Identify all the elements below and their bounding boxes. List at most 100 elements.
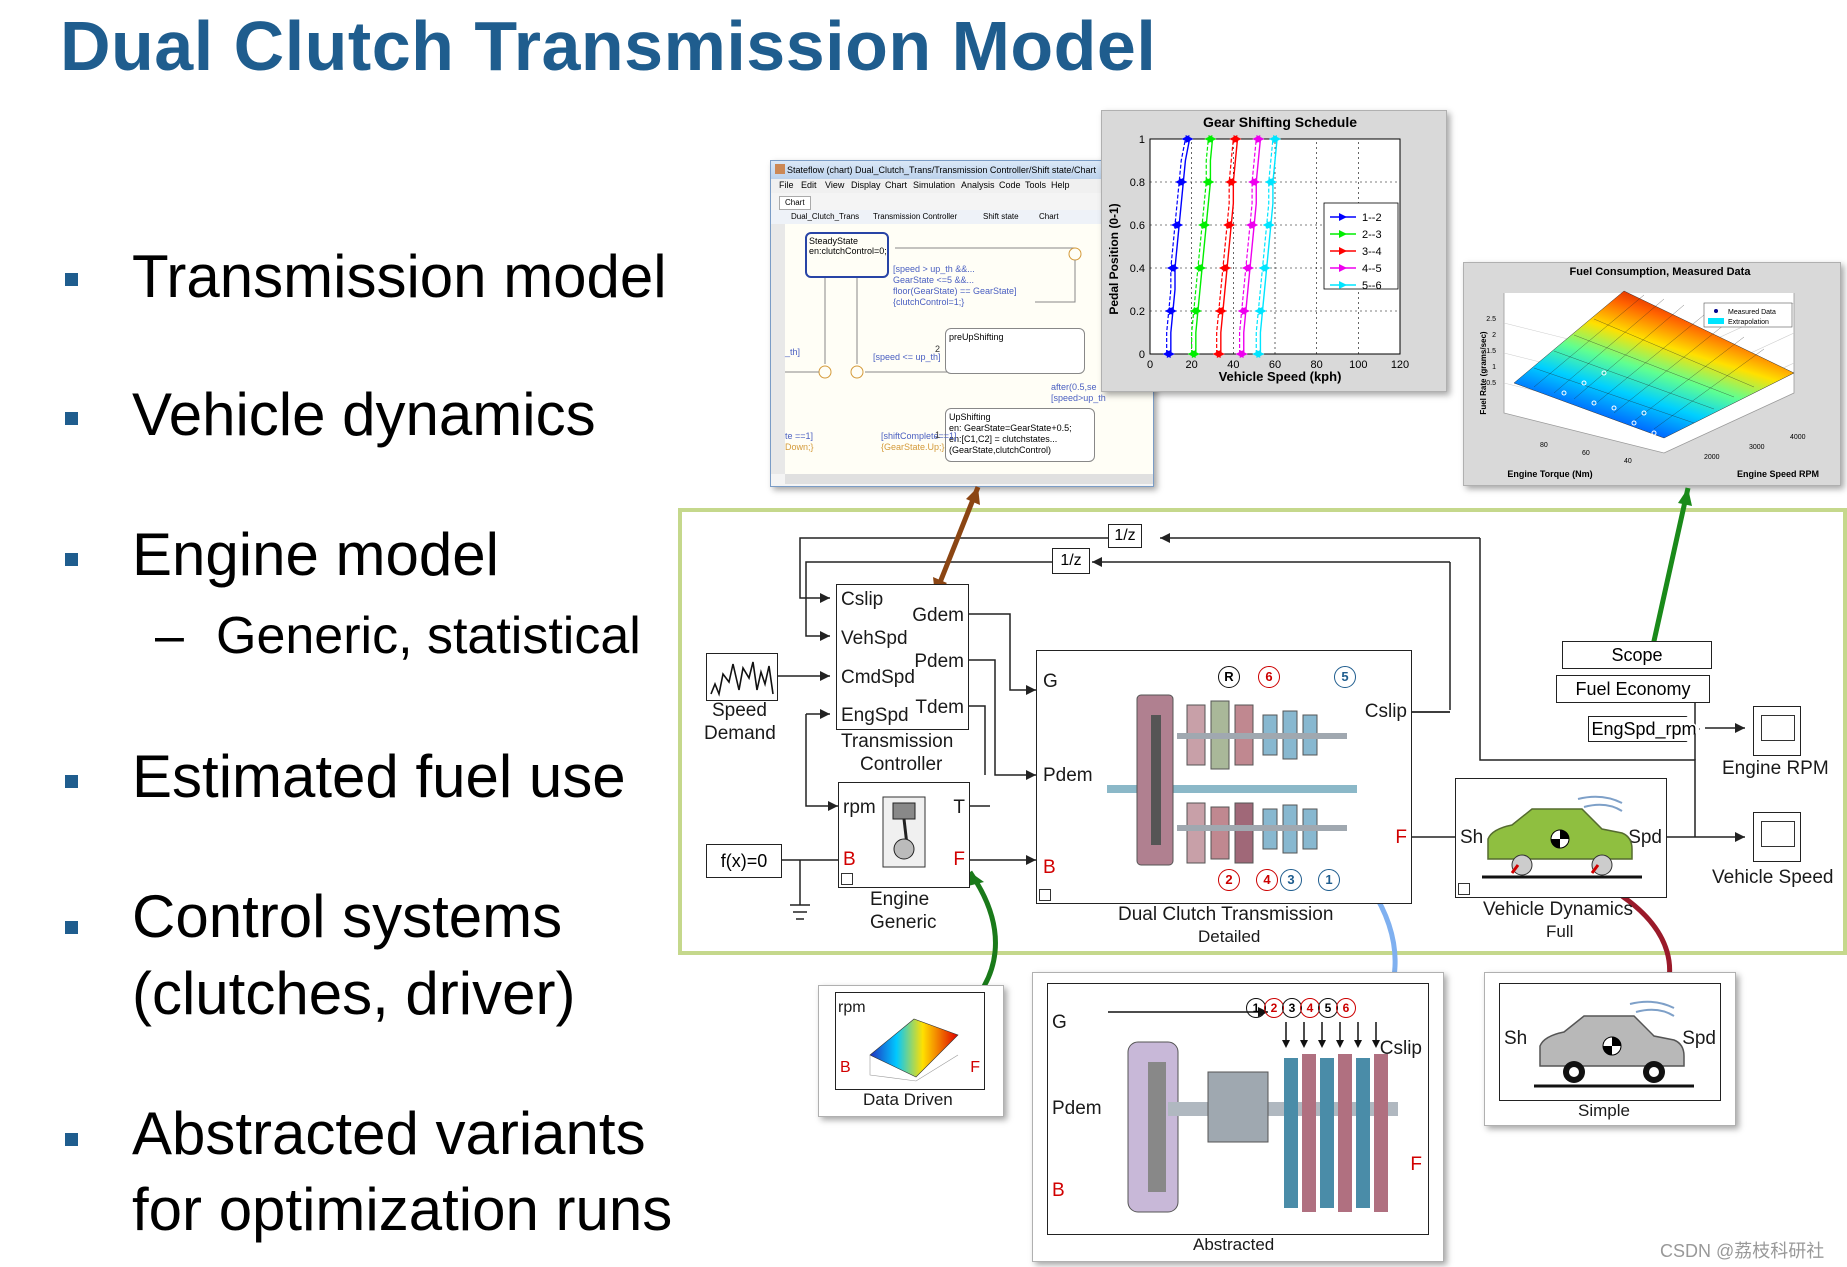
z-tick: 1.5 (1486, 348, 1496, 355)
gear-chart-figure: Gear Shifting Schedule Vehicle Speed (kp… (1101, 110, 1447, 392)
series-point (1254, 307, 1263, 315)
menu-code[interactable]: Code (999, 180, 1021, 190)
bullet-engine-model: Engine model (132, 521, 499, 588)
series-point (1212, 350, 1221, 358)
transmission-controller-label: Transmission (841, 731, 954, 752)
condition-line: Down;} (785, 442, 814, 452)
engine-label-2: Generic (870, 912, 937, 933)
speed-demand-block[interactable] (706, 653, 778, 701)
port-b: B (1052, 1180, 1065, 1201)
bullet-control-systems: Control systems (132, 883, 563, 950)
gear-badge-2: 2 (1264, 998, 1284, 1018)
stateflow-window: Stateflow (chart) Dual_Clutch_Trans/Tran… (770, 160, 1154, 487)
menu-help[interactable]: Help (1051, 180, 1070, 190)
x-tick-label: 0 (1147, 359, 1153, 371)
series-point (1252, 135, 1261, 143)
transmission-controller-block[interactable]: Cslip VehSpd CmdSpd EngSpd Gdem Pdem Tde… (836, 584, 969, 730)
vehicle-speed-scope[interactable] (1753, 812, 1801, 862)
x-tick-label: 20 (1186, 359, 1198, 371)
fuel-economy-block[interactable]: Fuel Economy (1556, 675, 1710, 703)
port-cslip: Cslip (1379, 1038, 1422, 1059)
engine-block[interactable]: rpm T B F (838, 782, 970, 888)
series-point (1235, 350, 1244, 358)
gear-badge-5: 5 (1318, 998, 1338, 1018)
stateflow-app-icon (775, 164, 785, 174)
x-tick-label: 120 (1391, 359, 1409, 371)
menu-analysis[interactable]: Analysis (961, 180, 995, 190)
fuel-chart-xlabel: Engine Torque (Nm) (1507, 469, 1592, 479)
stateflow-scrollbar[interactable] (785, 474, 1153, 484)
condition-line: {clutchControl=1;} (893, 297, 965, 307)
unit-delay-block[interactable]: 1/z (1052, 548, 1090, 574)
engine-rpm-scope[interactable] (1753, 706, 1801, 756)
stateflow-menubar: File Edit View Display Chart Simulation … (771, 179, 1153, 193)
vehicle-dynamics-block[interactable]: Sh Spd (1455, 778, 1667, 898)
port-f: F (1395, 827, 1407, 848)
port-sh: Sh (1504, 1028, 1528, 1049)
legend-marker (1339, 213, 1347, 221)
dct-detailed-label-2: Detailed (1198, 927, 1261, 946)
condition-line: [speed > up_th &&... (893, 264, 975, 274)
series-point (1248, 178, 1257, 186)
condition-line: floor(GearState) == GearState] (893, 286, 1017, 296)
state-preupshifting[interactable]: preUpShifting (945, 328, 1085, 374)
unit-delay-block[interactable]: 1/z (1108, 524, 1142, 548)
breadcrumb-item[interactable]: Dual_Clutch_Trans (791, 212, 860, 221)
series-point (1162, 350, 1171, 358)
dct-detailed-block[interactable]: G Pdem B Cslip F (1036, 650, 1412, 904)
series-upshift-line (1220, 138, 1239, 354)
state-steadystate[interactable]: SteadyState en:clutchControl=0; (805, 232, 889, 278)
series-upshift-line (1195, 138, 1214, 354)
simple-car-icon (1534, 1000, 1694, 1088)
menu-display[interactable]: Display (851, 180, 881, 190)
menu-edit[interactable]: Edit (801, 180, 817, 190)
port-gdem: Gdem (912, 605, 964, 626)
data-driven-engine-block[interactable]: rpm B F (835, 992, 985, 1090)
transition-priority: 2 (935, 344, 941, 354)
bullet-estimated-fuel-use: Estimated fuel use (132, 743, 626, 810)
tab-chart[interactable]: Chart (779, 196, 811, 210)
y-tick-label: 0 (1139, 349, 1145, 361)
menu-tools[interactable]: Tools (1025, 180, 1047, 190)
bullet-marker (65, 553, 78, 566)
menu-simulation[interactable]: Simulation (913, 180, 956, 190)
series-upshift-line (1170, 138, 1191, 354)
series-point (1187, 350, 1196, 358)
series-point (1237, 307, 1246, 315)
simple-vehicle-block[interactable]: Sh Spd (1499, 983, 1721, 1101)
state-upshifting[interactable]: UpShifting en: GearState=GearState+0.5; … (945, 408, 1095, 462)
fuel-chart-figure: Fuel Consumption, Measured Data Measured… (1463, 262, 1841, 486)
y-tick-label: 1 (1139, 134, 1145, 146)
engspd-goto-block[interactable]: EngSpd_rpm (1588, 716, 1700, 742)
fuel-chart-svg: Fuel Consumption, Measured Data Measured… (1479, 266, 1819, 479)
port-vehspd: VehSpd (841, 628, 908, 649)
series-point (1223, 221, 1232, 229)
scope-block[interactable]: Scope (1562, 641, 1712, 669)
z-tick: 2.5 (1486, 316, 1496, 323)
series-point (1262, 221, 1271, 229)
menu-view[interactable]: View (825, 180, 845, 190)
bullet-marker (65, 412, 78, 425)
data-driven-label: Data Driven (863, 1090, 953, 1109)
series-point (1258, 264, 1267, 272)
series-point (1198, 221, 1207, 229)
condition-line: after(0.5,se (1051, 382, 1097, 392)
solver-config-block[interactable]: f(x)=0 (706, 844, 782, 878)
legend-label: 2--3 (1362, 229, 1382, 241)
transition-upshift-condition: [speed > up_th &&... GearState <=5 &&...… (893, 264, 1017, 308)
breadcrumb-item[interactable]: Shift state (983, 212, 1019, 221)
simple-label: Simple (1578, 1101, 1630, 1120)
breadcrumb-item[interactable]: Chart (1039, 212, 1059, 221)
legend-marker (1339, 230, 1347, 238)
x-tick-label: 40 (1227, 359, 1239, 371)
breadcrumb-item[interactable]: Transmission Controller (873, 212, 958, 221)
menu-chart[interactable]: Chart (885, 180, 908, 190)
y-tick-label: 0.6 (1130, 220, 1145, 232)
condition-line: te ==1] (785, 431, 814, 441)
state-preupshifting-name: preUpShifting (949, 332, 1004, 342)
x-tick-label: 100 (1349, 359, 1367, 371)
state-steadystate-action: en:clutchControl=0; (809, 246, 887, 256)
abstracted-dct-block[interactable]: G Pdem B Cslip F 1 2 3 4 5 6 (1047, 983, 1429, 1235)
menu-file[interactable]: File (779, 180, 794, 190)
stateflow-canvas: SteadyState en:clutchControl=0; [speed >… (785, 224, 1153, 474)
